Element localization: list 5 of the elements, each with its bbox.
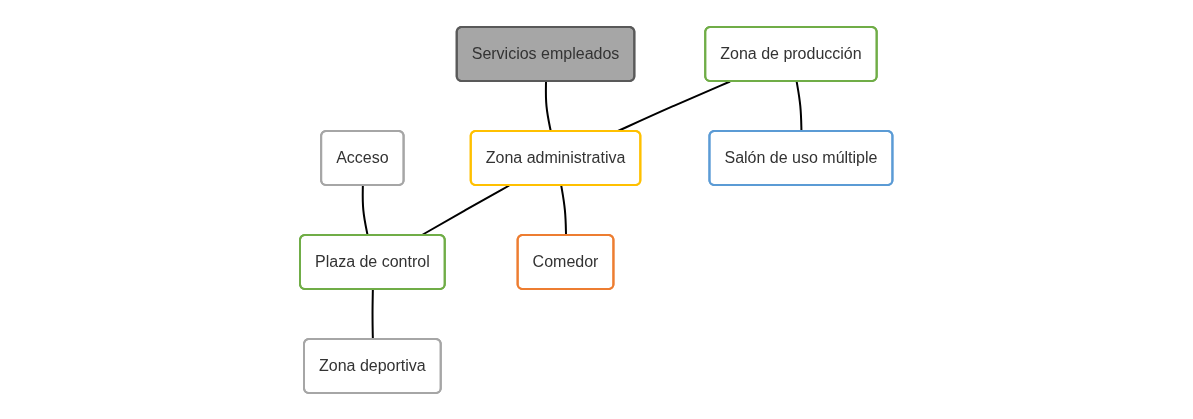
connector <box>362 184 369 236</box>
connector <box>560 184 568 236</box>
connector <box>795 80 803 132</box>
connector <box>545 80 553 132</box>
connector <box>371 288 375 340</box>
